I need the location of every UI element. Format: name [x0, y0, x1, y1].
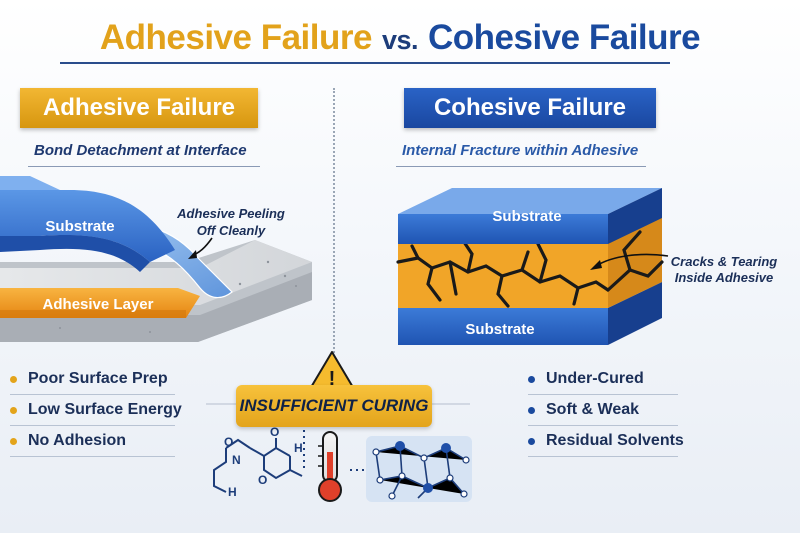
page-title: Adhesive Failure vs. Cohesive Failure — [0, 18, 800, 58]
cause-label: Under-Cured — [546, 370, 644, 387]
base-substrate-front — [0, 272, 312, 342]
texture-dot — [266, 260, 270, 264]
molecule-atom-o3: O — [258, 473, 267, 487]
cohesive-failure-illustration: Substrate Substrate Cracks & Tearing Ins… — [396, 188, 778, 345]
molecule-atom-o2: O — [270, 425, 279, 439]
texture-dot — [149, 331, 151, 333]
bottom-substrate-side — [608, 282, 662, 345]
cause-label: Residual Solvents — [546, 432, 684, 449]
title-cohesive: Cohesive Failure — [428, 18, 701, 57]
texture-dot — [59, 327, 61, 329]
bullet-icon — [10, 376, 17, 383]
bullet-icon — [528, 407, 535, 414]
center-divider — [333, 88, 335, 388]
peeling-callout-line1: Adhesive Peeling — [176, 206, 285, 221]
cause-label: Soft & Weak — [546, 401, 640, 418]
list-item: No Adhesion — [10, 432, 185, 463]
top-substrate-top — [398, 188, 662, 214]
adhesive-subtitle: Bond Detachment at Interface — [34, 142, 247, 159]
molecule-atom-n: N — [232, 453, 241, 467]
list-item: Under-Cured — [528, 370, 688, 401]
warning-anchor — [310, 350, 354, 390]
texture-dot — [295, 285, 297, 287]
bullet-icon — [10, 407, 17, 414]
crack-network — [396, 230, 664, 308]
item-divider — [528, 394, 678, 395]
polymer-network-icon — [366, 436, 472, 502]
bullet-icon — [528, 376, 535, 383]
texture-dot — [238, 282, 242, 286]
adhesive-layer-label: Adhesive Layer — [43, 296, 154, 313]
adhesive-layer-edge — [0, 310, 186, 318]
adhesive-heading: Adhesive Failure — [20, 88, 258, 128]
top-substrate-side — [608, 188, 662, 244]
substrate-label: Substrate — [45, 218, 114, 235]
cracked-adhesive-front — [398, 240, 608, 308]
adhesive-failure-illustration: Substrate Adhesive Layer Adhesive Peelin… — [0, 176, 312, 342]
cracks-callout-line1: Cracks & Tearing — [671, 254, 778, 269]
warning-glyph: ! — [329, 368, 336, 390]
list-item: Low Surface Energy — [10, 401, 185, 432]
thermometer-icon — [318, 431, 342, 502]
adhesive-subtitle-rule — [28, 166, 260, 167]
cracks-pointer-head — [590, 260, 602, 270]
item-divider — [10, 425, 175, 426]
peeling-pointer-head — [188, 250, 197, 259]
cause-label: No Adhesion — [28, 432, 127, 449]
cause-label: Poor Surface Prep — [28, 370, 168, 387]
molecule-structure-icon — [213, 438, 303, 493]
molecule-atom-h1: H — [228, 485, 237, 499]
list-item: Poor Surface Prep — [10, 370, 185, 401]
item-divider — [10, 394, 175, 395]
title-underline — [60, 62, 670, 64]
top-substrate-label: Substrate — [492, 208, 561, 225]
bottom-substrate-front — [398, 308, 608, 345]
cohesive-causes-list: Under-Cured Soft & Weak Residual Solvent… — [528, 370, 688, 463]
item-divider — [528, 456, 678, 457]
cracks-callout-line2: Inside Adhesive — [675, 270, 774, 285]
list-item: Soft & Weak — [528, 401, 688, 432]
top-substrate-side — [0, 235, 150, 272]
item-divider — [528, 425, 678, 426]
insufficient-curing-label: INSUFFICIENT CURING — [236, 385, 432, 427]
peeling-callout-line2: Off Cleanly — [197, 223, 266, 238]
cohesive-subtitle-rule — [396, 166, 646, 167]
bullet-icon — [528, 438, 535, 445]
molecule-atom-o1: O — [224, 435, 233, 449]
bottom-substrate-label: Substrate — [465, 321, 534, 338]
molecule-atom-h2: H — [294, 441, 303, 455]
title-adhesive: Adhesive Failure — [99, 18, 373, 57]
list-item: Residual Solvents — [528, 432, 688, 463]
top-substrate-upper — [0, 176, 60, 190]
cause-label: Low Surface Energy — [28, 401, 182, 418]
cohesive-heading: Cohesive Failure — [404, 88, 656, 128]
top-substrate — [0, 190, 175, 262]
texture-dot — [283, 274, 287, 278]
bullet-icon — [10, 438, 17, 445]
adhesive-causes-list: Poor Surface Prep Low Surface Energy No … — [10, 370, 185, 463]
title-vs: vs. — [381, 25, 419, 55]
item-divider — [10, 456, 175, 457]
top-substrate-front — [398, 214, 608, 244]
cohesive-subtitle: Internal Fracture within Adhesive — [402, 142, 639, 159]
